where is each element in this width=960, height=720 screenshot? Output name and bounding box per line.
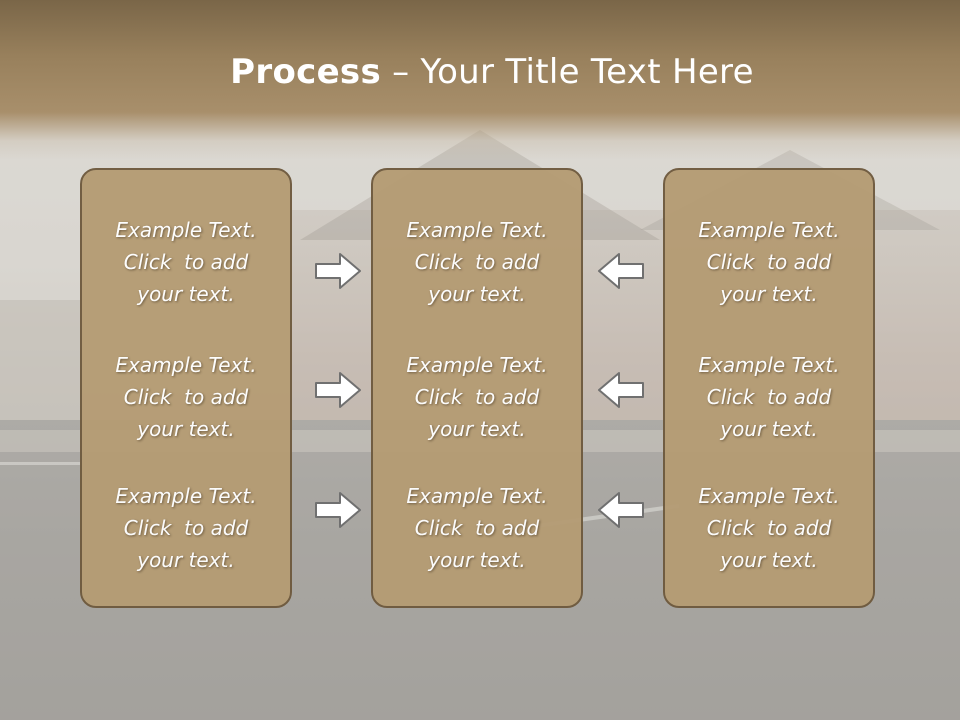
title-rest: – Your Title Text Here	[381, 52, 754, 92]
text-line: your text.	[428, 548, 526, 572]
text-line: Click to add	[414, 385, 540, 409]
arrow-left-icon	[598, 492, 644, 528]
text-line: Click to add	[414, 516, 540, 540]
text-line: Example Text.	[698, 218, 840, 242]
text-line: Example Text.	[406, 353, 548, 377]
text-placeholder[interactable]: Example Text. Click to add your text.	[373, 480, 581, 576]
process-box-left[interactable]: Example Text. Click to add your text. Ex…	[80, 168, 292, 608]
arrow-right-icon	[315, 492, 361, 528]
process-box-middle[interactable]: Example Text. Click to add your text. Ex…	[371, 168, 583, 608]
text-line: your text.	[428, 417, 526, 441]
text-placeholder[interactable]: Example Text. Click to add your text.	[373, 349, 581, 445]
text-line: Click to add	[123, 516, 249, 540]
text-line: your text.	[137, 282, 235, 306]
text-line: Click to add	[706, 385, 832, 409]
text-line: Example Text.	[698, 353, 840, 377]
text-placeholder[interactable]: Example Text. Click to add your text.	[665, 480, 873, 576]
arrow-right-icon	[315, 253, 361, 289]
arrow-left-icon	[598, 253, 644, 289]
text-line: Click to add	[706, 516, 832, 540]
text-line: Example Text.	[698, 484, 840, 508]
background-parking-line	[0, 462, 80, 465]
text-placeholder[interactable]: Example Text. Click to add your text.	[82, 214, 290, 310]
text-line: your text.	[428, 282, 526, 306]
slide-title[interactable]: Process – Your Title Text Here	[0, 52, 960, 92]
text-placeholder[interactable]: Example Text. Click to add your text.	[82, 349, 290, 445]
title-bold: Process	[230, 52, 382, 92]
text-placeholder[interactable]: Example Text. Click to add your text.	[665, 349, 873, 445]
background-house-left	[0, 300, 80, 420]
text-line: your text.	[720, 417, 818, 441]
text-line: Click to add	[123, 385, 249, 409]
text-line: your text.	[137, 417, 235, 441]
text-line: your text.	[720, 282, 818, 306]
arrow-left-icon	[598, 372, 644, 408]
arrow-right-icon	[315, 372, 361, 408]
text-line: Example Text.	[406, 484, 548, 508]
text-placeholder[interactable]: Example Text. Click to add your text.	[665, 214, 873, 310]
title-band	[0, 0, 960, 160]
process-box-right[interactable]: Example Text. Click to add your text. Ex…	[663, 168, 875, 608]
text-line: your text.	[720, 548, 818, 572]
text-line: Example Text.	[115, 484, 257, 508]
text-placeholder[interactable]: Example Text. Click to add your text.	[82, 480, 290, 576]
text-line: Click to add	[123, 250, 249, 274]
text-line: Example Text.	[406, 218, 548, 242]
text-placeholder[interactable]: Example Text. Click to add your text.	[373, 214, 581, 310]
text-line: Example Text.	[115, 353, 257, 377]
text-line: Example Text.	[115, 218, 257, 242]
text-line: Click to add	[706, 250, 832, 274]
text-line: your text.	[137, 548, 235, 572]
text-line: Click to add	[414, 250, 540, 274]
